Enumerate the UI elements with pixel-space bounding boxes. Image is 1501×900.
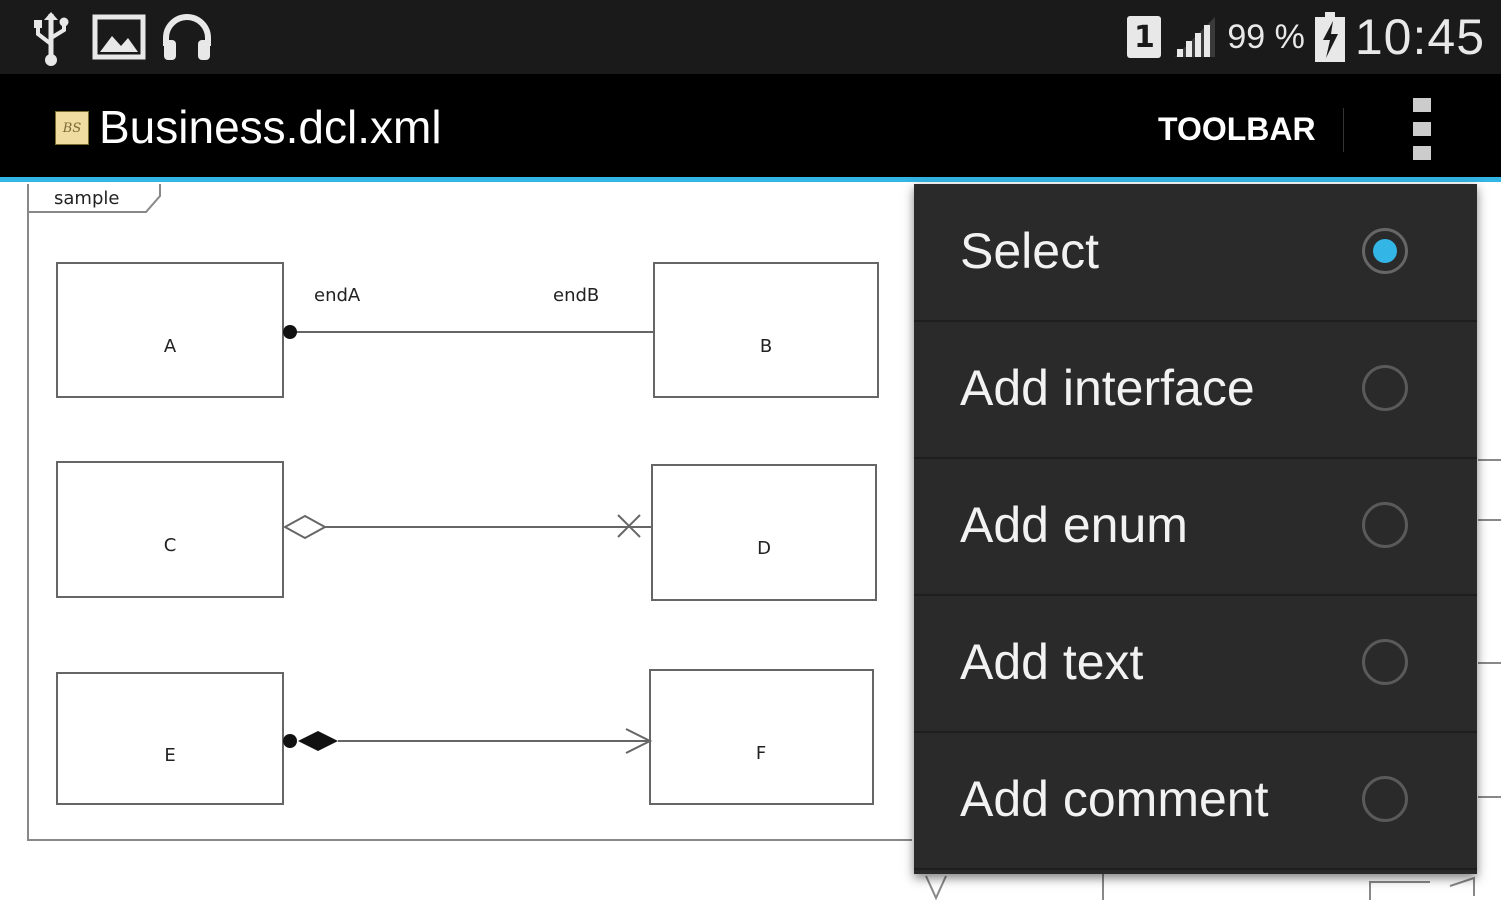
diagram-canvas[interactable]: sample A B C D E F endA	[0, 182, 1501, 900]
class-box-b[interactable]: B	[653, 262, 879, 398]
class-name-f: F	[756, 743, 766, 764]
radio-unchecked-icon[interactable]	[1362, 365, 1408, 411]
menu-item-select[interactable]: Select	[914, 184, 1477, 322]
menu-item-label: Select	[960, 223, 1099, 279]
class-name-b: B	[760, 336, 772, 357]
sim-icon: 1	[1127, 16, 1162, 58]
frame-label: sample	[54, 188, 119, 209]
toolbar-menu: Select Add interface Add enum Add text A…	[914, 184, 1477, 874]
class-name-c: C	[164, 535, 177, 556]
partial-box	[1369, 881, 1430, 900]
end-label-a: endA	[314, 285, 361, 306]
class-box-e[interactable]: E	[56, 672, 284, 805]
status-bar: 1 99 % 10:45	[0, 0, 1501, 74]
menu-item-add-comment[interactable]: Add comment	[914, 732, 1477, 870]
class-box-d[interactable]: D	[651, 464, 877, 601]
radio-unchecked-icon[interactable]	[1362, 639, 1408, 685]
frame-label-tab	[28, 184, 161, 213]
menu-item-label: Add interface	[960, 360, 1255, 416]
usb-icon	[34, 12, 69, 66]
radio-checked-icon[interactable]	[1362, 228, 1408, 274]
accent-line	[0, 177, 1501, 182]
composition-e-f[interactable]	[283, 728, 653, 754]
overflow-menu-icon[interactable]	[1400, 98, 1444, 160]
menu-item-label: Add comment	[960, 771, 1269, 827]
partial-shape	[925, 875, 947, 900]
association-a-b[interactable]: endA endB	[283, 285, 654, 339]
menu-item-add-interface[interactable]: Add interface	[914, 321, 1477, 459]
signal-icon	[1175, 17, 1216, 57]
partial-arrow	[1449, 876, 1475, 896]
class-box-f[interactable]: F	[649, 669, 874, 805]
end-label-b: endB	[553, 285, 599, 306]
action-bar: BS Business.dcl.xml TOOLBAR	[0, 74, 1501, 182]
action-divider	[1343, 108, 1344, 152]
image-icon	[92, 14, 146, 60]
diagram-svg: sample A B C D E F endA	[27, 184, 1501, 900]
battery-percent: 99 %	[1227, 17, 1305, 56]
menu-item-add-text[interactable]: Add text	[914, 595, 1477, 733]
diagram-frame	[27, 184, 912, 841]
aggregation-c-d[interactable]	[282, 514, 652, 540]
menu-item-label: Add text	[960, 634, 1144, 690]
class-name-a: A	[164, 336, 177, 357]
class-name-d: D	[757, 538, 771, 559]
class-name-e: E	[164, 745, 175, 766]
menu-item-label: Add enum	[960, 497, 1188, 553]
document-title: Business.dcl.xml	[99, 101, 442, 153]
radio-unchecked-icon[interactable]	[1362, 502, 1408, 548]
headphones-icon	[163, 14, 211, 60]
app-icon-text: BS	[62, 120, 82, 136]
menu-item-add-enum[interactable]: Add enum	[914, 458, 1477, 596]
battery-charging-icon	[1314, 12, 1345, 62]
toolbar-button[interactable]: TOOLBAR	[1158, 111, 1316, 147]
class-box-a[interactable]: A	[56, 262, 284, 398]
radio-unchecked-icon[interactable]	[1362, 776, 1408, 822]
clock: 10:45	[1354, 9, 1485, 65]
app-icon: BS	[55, 111, 89, 145]
sim-slot: 1	[1133, 19, 1155, 55]
class-box-c[interactable]: C	[56, 461, 284, 598]
